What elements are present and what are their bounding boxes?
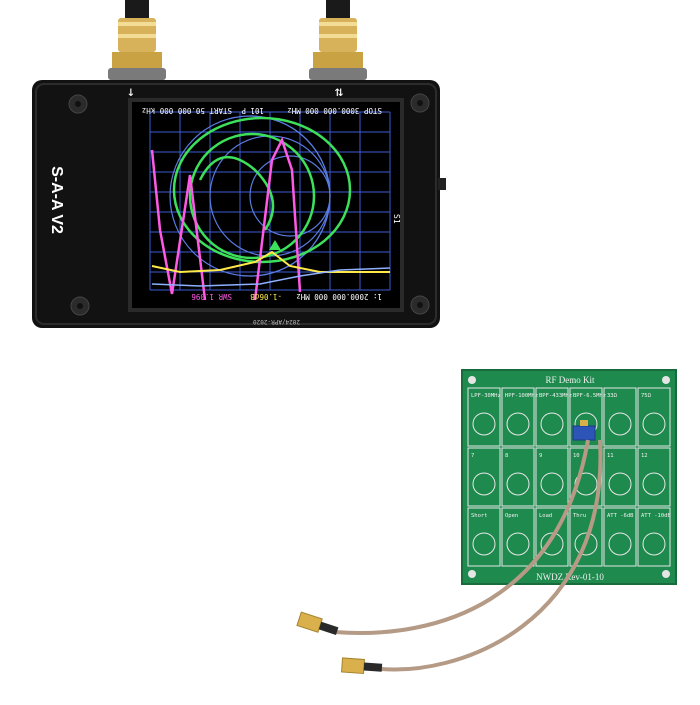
board-cell-label: LPF-30MHz [471, 393, 501, 399]
trace-yellow [151, 250, 390, 274]
board-cell-label: 33Ω [607, 393, 618, 399]
screen-top-text: STOP 3000.000 000 MHz 101 P START 50.000… [142, 106, 382, 115]
smith-icon [642, 472, 666, 496]
board-cell-label: 75Ω [641, 393, 652, 399]
smith-icon [506, 412, 530, 436]
board-cell-label: ATT -10dB [641, 513, 671, 519]
board-cell: 75Ω [637, 387, 671, 447]
vna-device: ↓ ⇅ S-A-A V2 STOP 3000.000 000 MHz 10 [0, 0, 700, 340]
sma-port-1 [108, 0, 166, 80]
board-cell: ATT -6dB [603, 507, 637, 567]
vna-device-graphic: ↓ ⇅ S-A-A V2 STOP 3000.000 000 MHz 10 [32, 0, 446, 328]
marker-icon [269, 240, 281, 250]
screen-points-text: 101 P [241, 106, 264, 115]
board-cell-label: 9 [539, 453, 542, 459]
board-cell: 11 [603, 447, 637, 507]
board-cell-label: 12 [641, 453, 648, 459]
board-cell-label: BPF-433MHz [539, 393, 572, 399]
smith-icon [608, 532, 632, 556]
board-title: RF Demo Kit [545, 375, 595, 385]
sma-plug-1 [296, 611, 339, 635]
smith-icon [472, 412, 496, 436]
smith-icon [608, 472, 632, 496]
board-cell-label: HPF-100MHz [505, 393, 538, 399]
sma-port-2 [309, 0, 367, 80]
board-cell: ATT -10dB [637, 507, 671, 567]
smith-icon [540, 412, 564, 436]
screen-start-text: START 50.000 000 kHz [142, 106, 232, 115]
power-switch [438, 178, 446, 190]
board-cell-label: Load [539, 513, 552, 519]
smith-icon [642, 412, 666, 436]
smith-icon [642, 532, 666, 556]
smith-icon [608, 412, 632, 436]
trace-blue [151, 267, 391, 287]
screw-icons [68, 93, 430, 316]
port-2-label: ⇅ [335, 84, 343, 100]
board-cell-label: ATT -6dB [607, 513, 634, 519]
board-cell-label: 7 [471, 453, 474, 459]
marker-db-text: -1.06dB [250, 292, 282, 301]
board-sma-connector [572, 425, 596, 441]
board-cell-label: 11 [607, 453, 614, 459]
board-cell-label: Short [471, 513, 488, 519]
board-cell-label: Open [505, 513, 518, 519]
board-cell: 33Ω [603, 387, 637, 447]
device-side-label: S-A-A V2 [48, 166, 65, 234]
board-cell-label: Thru [573, 513, 586, 519]
screen-side-marker: S1 [392, 214, 401, 224]
screen-stop-text: STOP 3000.000 000 MHz [287, 106, 382, 115]
board-cell: 12 [637, 447, 671, 507]
board-footer: NWDZ Rev-01-10 [536, 572, 604, 582]
trace-green [172, 116, 352, 264]
marker-swr-text: SWR 1.096 [191, 292, 232, 301]
port-1-label: ↓ [127, 84, 135, 100]
serial-text: 2024/APR-2020 [253, 318, 300, 325]
board-cell-label: 10 [573, 453, 580, 459]
board-cell-label: BPF-6.5MHz [573, 393, 606, 399]
board-cell-label: 8 [505, 453, 508, 459]
sma-plug-2 [341, 657, 383, 675]
screen-bottom-text: 1: 2000.000 000 MHz -1.06dB SWR 1.096 [191, 292, 382, 301]
trace-magenta [150, 136, 302, 301]
marker-freq-text: 1: 2000.000 000 MHz [296, 292, 382, 301]
